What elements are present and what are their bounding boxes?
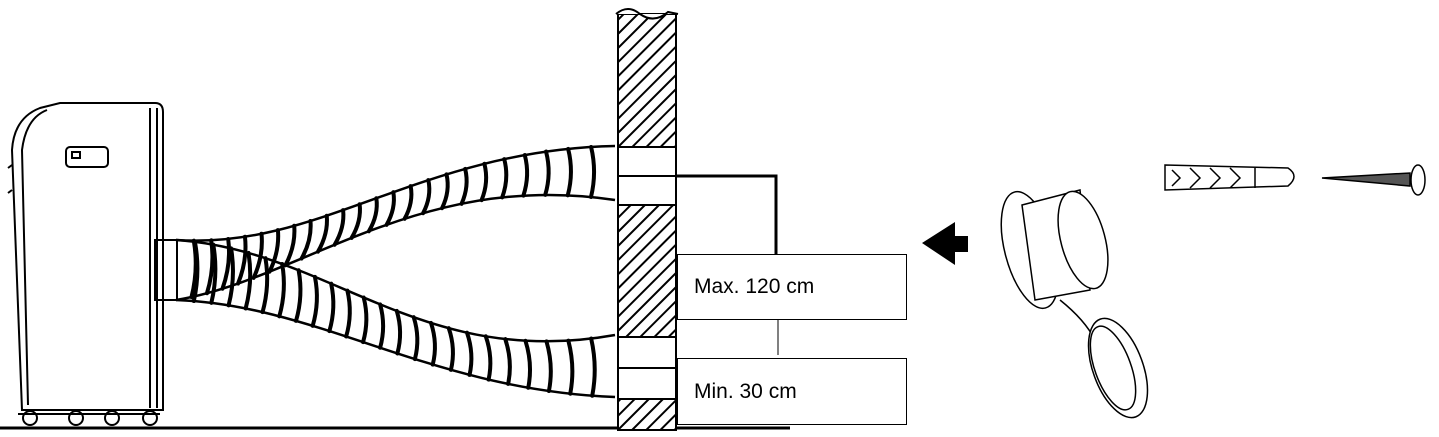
hose-rib	[361, 295, 369, 345]
hose-rib	[226, 246, 235, 308]
max-height-label: Max. 120 cm	[677, 254, 907, 320]
hose-rib	[394, 308, 403, 356]
hose-rib	[459, 166, 469, 206]
hose-rib	[191, 239, 200, 304]
hose-rib	[344, 288, 352, 339]
hose-rib	[544, 339, 553, 394]
hose-rib	[464, 330, 474, 377]
hose-rib	[440, 172, 450, 211]
hose-rib	[332, 208, 346, 247]
hose-rib	[523, 338, 533, 390]
exhaust-hose-icon	[175, 144, 616, 399]
hose-rib	[315, 213, 329, 254]
portable-air-conditioner-icon	[7, 102, 178, 426]
hose-rib	[521, 153, 530, 198]
hose-rib	[209, 242, 218, 305]
hose-rib	[429, 320, 437, 367]
hose-rib	[204, 238, 215, 296]
hose-rib	[589, 336, 597, 398]
hose-rib	[310, 274, 319, 328]
hose-rib	[327, 281, 336, 334]
hose-rib	[349, 202, 362, 240]
hose-rib	[294, 268, 303, 323]
wall-icon	[615, 8, 679, 431]
hose-rib	[589, 144, 597, 199]
hose-rib	[299, 218, 313, 261]
hose-rib	[277, 261, 286, 319]
min-height-label: Min. 30 cm	[677, 358, 907, 425]
hose-rib	[565, 146, 573, 198]
wall-plug-anchor-icon	[1164, 164, 1295, 191]
hose-rib	[479, 161, 489, 203]
screw-icon	[1321, 164, 1426, 196]
hose-rib	[566, 338, 575, 396]
hose-rib	[260, 256, 270, 315]
hose-rib	[500, 157, 509, 200]
hose-rib	[220, 236, 232, 291]
hose-rib	[483, 334, 493, 382]
hose-rib	[543, 149, 551, 197]
hose-rib	[236, 234, 248, 286]
hose-rib	[243, 250, 253, 311]
hose-rib	[411, 315, 420, 362]
window-adapter-cap-icon	[1000, 189, 1149, 419]
hose-rib	[251, 231, 264, 280]
hose-rib	[503, 337, 512, 386]
hose-rib	[446, 326, 455, 372]
hose-rib	[384, 190, 396, 227]
arrow-left-icon	[922, 222, 968, 265]
hose-rib	[421, 178, 432, 216]
hose-rib	[366, 196, 379, 234]
hose-rib	[267, 228, 281, 274]
hose-rib	[283, 223, 297, 268]
hose-rib	[378, 302, 386, 350]
hose-rib	[402, 184, 414, 221]
